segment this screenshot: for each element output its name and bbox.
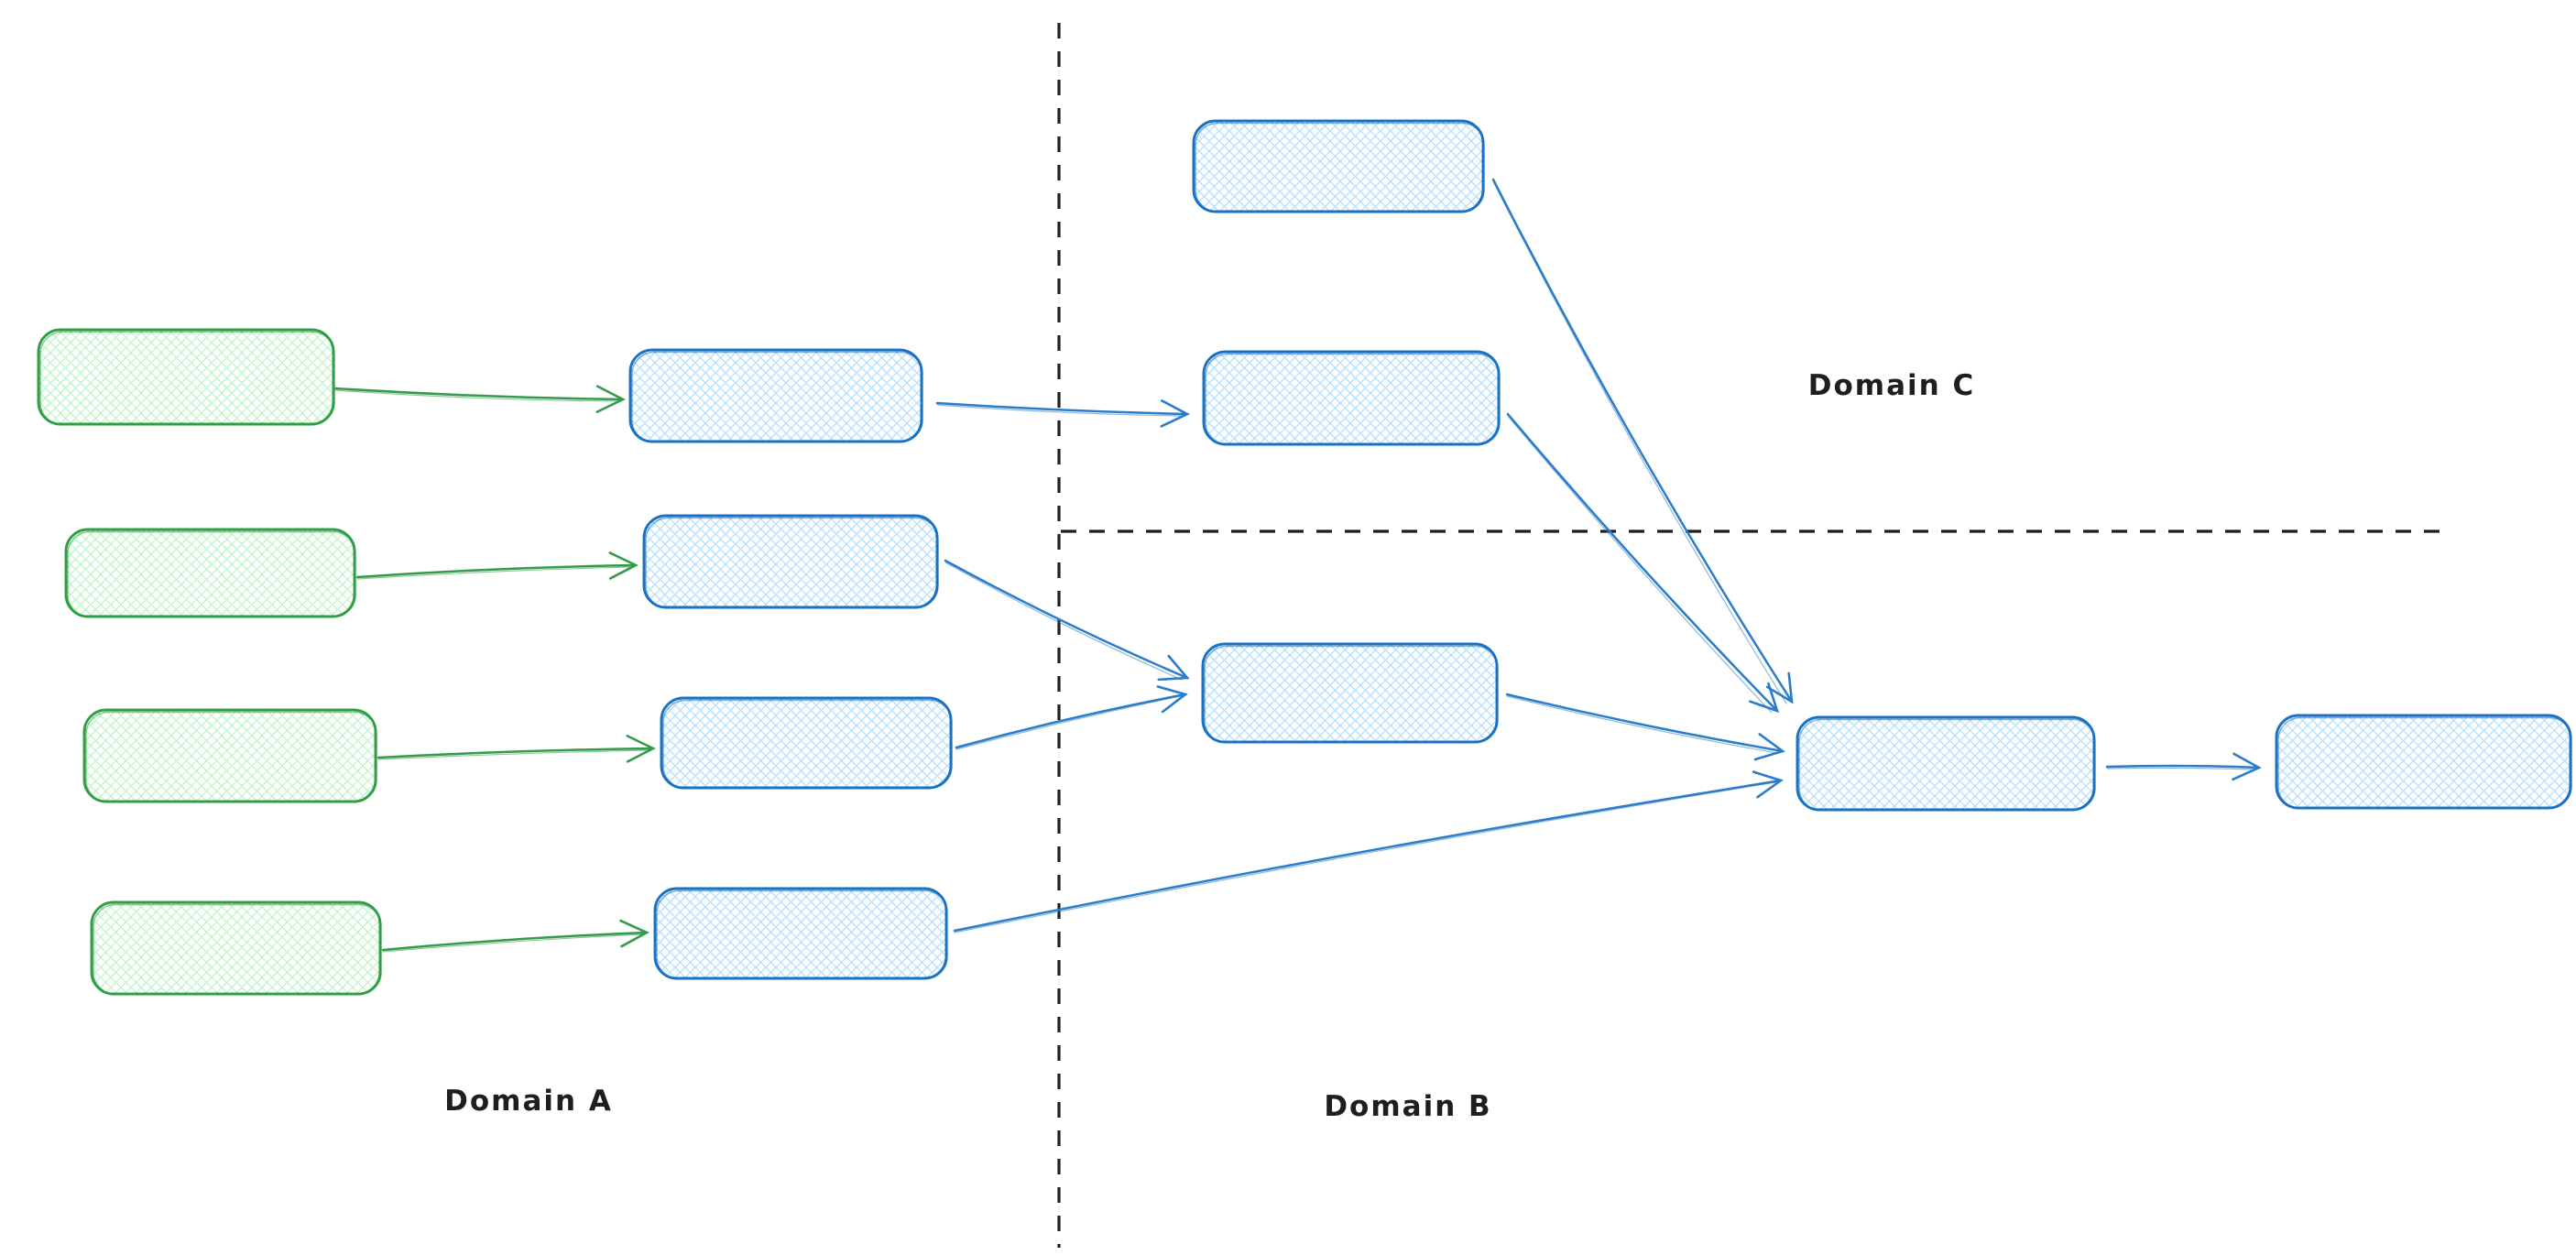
edge-process2-bnode1[interactable]	[944, 559, 1190, 682]
domain-b-output[interactable]	[2275, 714, 2572, 810]
edge-source1-process1[interactable]	[333, 385, 626, 413]
domain-a-process-1[interactable]	[628, 348, 923, 443]
domain-a-source-1[interactable]	[37, 328, 335, 426]
domain-a-process-3[interactable]	[660, 696, 953, 790]
edge-process1-cnode2[interactable]	[935, 399, 1190, 428]
edge-process3-bnode1[interactable]	[955, 685, 1188, 750]
domain-b-label[interactable]: Domain B	[1324, 1090, 1491, 1123]
edge-cnode1-merge[interactable]	[1491, 178, 1794, 704]
domain-b-merge[interactable]	[1796, 715, 2096, 812]
domain-a-source-3[interactable]	[82, 708, 377, 803]
domain-a-label[interactable]: Domain A	[444, 1085, 613, 1118]
edge-bnode1-merge[interactable]	[1505, 693, 1785, 761]
domain-a-process-2[interactable]	[642, 514, 939, 609]
edge-source4-process4[interactable]	[381, 919, 649, 953]
edge-source3-process3[interactable]	[377, 735, 656, 763]
edge-cnode2-merge[interactable]	[1506, 412, 1780, 714]
domain-b-node-1[interactable]	[1201, 642, 1499, 744]
edge-merge-output[interactable]	[2105, 752, 2262, 781]
domain-a-source-4[interactable]	[90, 900, 382, 996]
edge-process4-merge[interactable]	[953, 770, 1784, 933]
domain-a-process-4[interactable]	[653, 887, 948, 980]
domain-c-node-1[interactable]	[1192, 119, 1485, 213]
domain-c-node-2[interactable]	[1202, 350, 1501, 446]
domain-a-source-2[interactable]	[64, 528, 356, 618]
domain-c-label[interactable]: Domain C	[1808, 369, 1976, 402]
edge-source2-process2[interactable]	[355, 551, 639, 580]
